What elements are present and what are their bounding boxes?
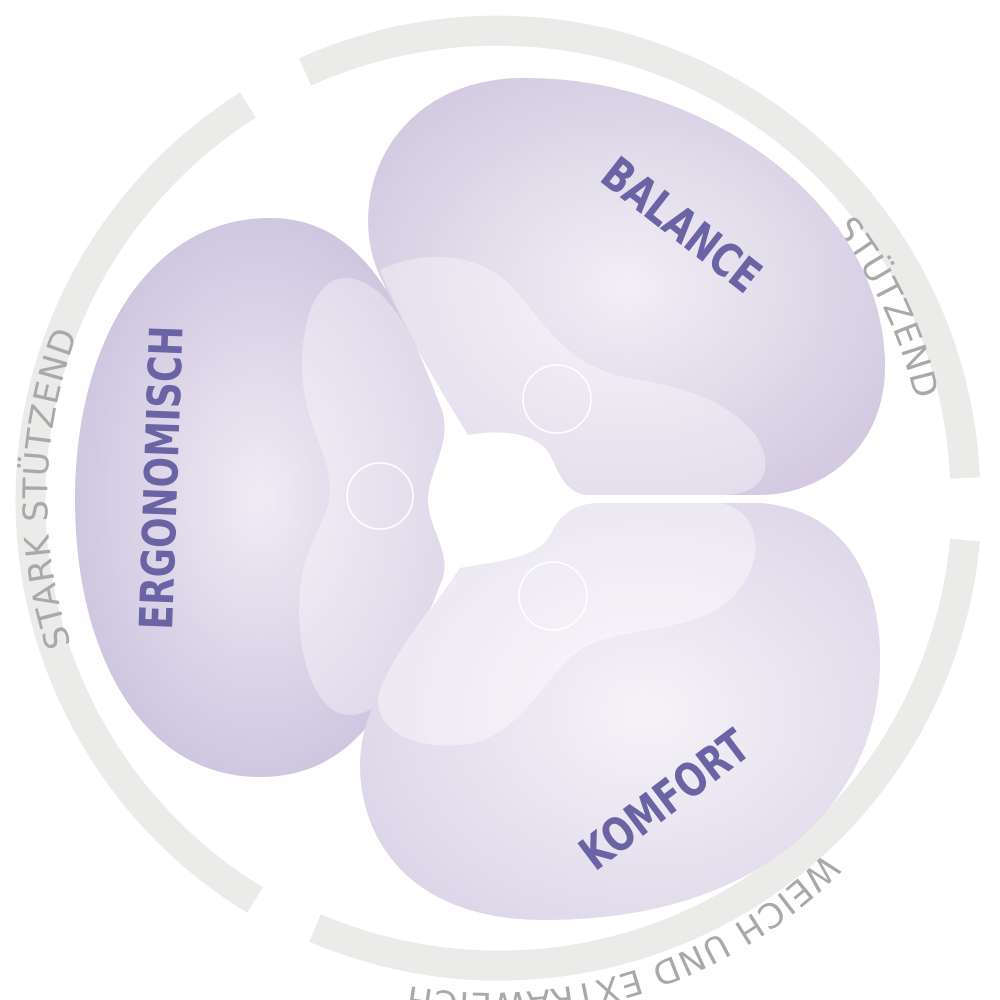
label-ergonomisch: ERGONOMISCH [130, 325, 194, 631]
segment-komfort[interactable]: KOMFORT [360, 503, 881, 920]
balance-circle-icon [522, 364, 592, 434]
segment-balance[interactable]: BALANCE [368, 77, 886, 495]
ergonomisch-circle-icon [346, 462, 414, 530]
komfort-circle-icon [518, 561, 588, 631]
segment-ergonomisch[interactable]: ERGONOMISCH [75, 218, 445, 777]
